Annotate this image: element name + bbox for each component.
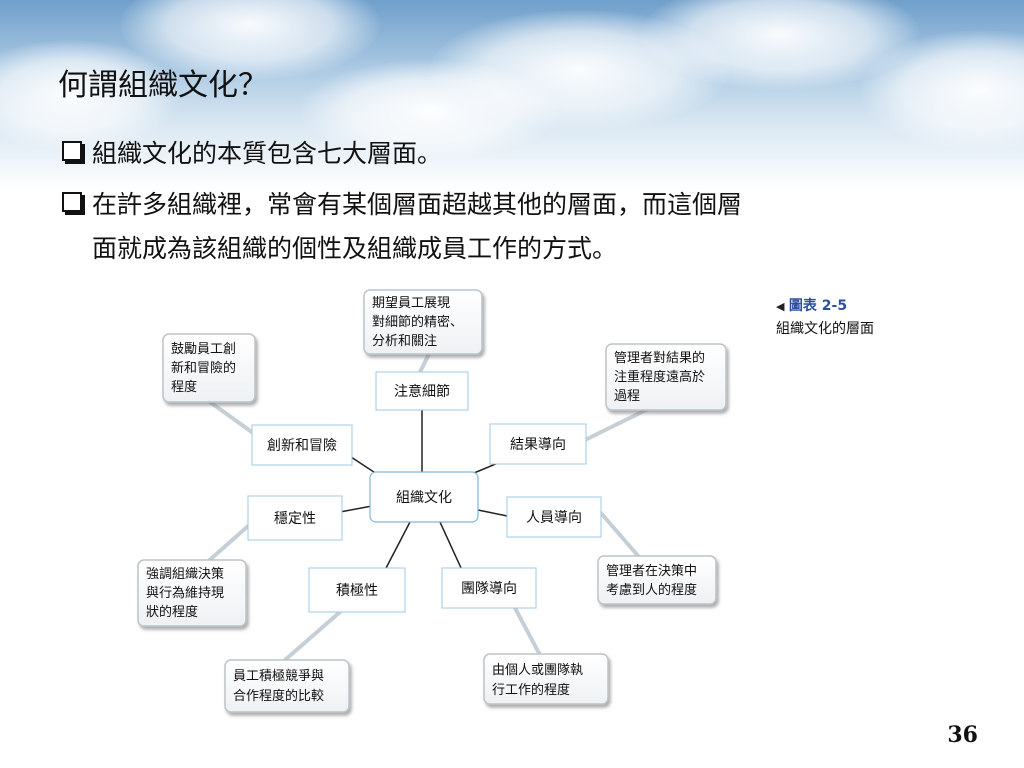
note-aggressiveness: 員工積極競爭與 合作程度的比較 xyxy=(224,659,350,713)
node-team-oriented: 團隊導向 xyxy=(441,567,537,609)
svg-text:人員導向: 人員導向 xyxy=(526,510,582,526)
svg-text:團隊導向: 團隊導向 xyxy=(461,581,517,597)
figure-number: 圖表 2-5 xyxy=(788,298,848,314)
svg-text:對細節的精密、: 對細節的精密、 xyxy=(372,314,463,330)
svg-text:注重程度遠高於: 注重程度遠高於 xyxy=(614,369,705,385)
note-people-oriented: 管理者在決策中 考慮到人的程度 xyxy=(597,555,717,605)
node-aggressiveness: 積極性 xyxy=(308,567,406,613)
svg-text:分析和關注: 分析和關注 xyxy=(372,334,437,349)
bullet-1-text: 組織文化的本質包含七大層面。 xyxy=(92,139,443,168)
svg-text:合作程度的比較: 合作程度的比較 xyxy=(233,688,324,704)
svg-text:員工積極競爭與: 員工積極競爭與 xyxy=(233,668,324,684)
svg-text:過程: 過程 xyxy=(614,389,640,404)
bullet-2-text-line1: 在許多組織裡，常會有某個層面超越其他的層面，而這個層 xyxy=(92,190,743,219)
figure-title: 組織文化的層面 xyxy=(776,321,874,337)
page-number: 36 xyxy=(947,722,978,748)
svg-text:組織文化: 組織文化 xyxy=(396,490,452,506)
svg-text:程度: 程度 xyxy=(171,379,197,395)
node-people-oriented: 人員導向 xyxy=(506,496,602,538)
svg-text:狀的程度: 狀的程度 xyxy=(146,604,198,620)
node-results-oriented: 結果導向 xyxy=(489,423,587,465)
sky-background xyxy=(0,0,1024,190)
svg-text:創新和冒險: 創新和冒險 xyxy=(267,438,337,454)
svg-text:結果導向: 結果導向 xyxy=(510,437,566,453)
svg-text:穩定性: 穩定性 xyxy=(274,511,316,527)
svg-text:管理者對結果的: 管理者對結果的 xyxy=(614,350,705,366)
svg-text:行工作的程度: 行工作的程度 xyxy=(492,682,570,698)
bullet-2-continuation: 面就成為該組織的個性及組織成員工作的方式。 xyxy=(92,234,618,263)
bullet-2: 在許多組織裡，常會有某個層面超越其他的層面，而這個層 xyxy=(62,183,742,227)
svg-text:考慮到人的程度: 考慮到人的程度 xyxy=(606,582,697,598)
svg-text:注意細節: 注意細節 xyxy=(394,383,450,400)
node-attention-detail: 注意細節 xyxy=(375,371,469,411)
svg-text:管理者在決策中: 管理者在決策中 xyxy=(606,563,697,579)
node-organizational-culture: 組織文化 xyxy=(369,471,479,523)
note-stability: 強調組織決策 與行為維持現 狀的程度 xyxy=(137,559,247,627)
note-attention-detail: 期望員工展現 對細節的精密、 分析和關注 xyxy=(363,289,483,355)
triangle-left-icon: ◀ xyxy=(776,300,785,313)
checkbox-bullet-icon xyxy=(62,141,82,161)
note-innovation-risk: 鼓勵員工創 新和冒險的 程度 xyxy=(162,333,256,403)
node-stability: 穩定性 xyxy=(247,495,343,541)
figure-caption: ◀ 圖表 2-5 組織文化的層面 xyxy=(776,295,874,340)
svg-text:積極性: 積極性 xyxy=(336,583,378,599)
svg-text:期望員工展現: 期望員工展現 xyxy=(372,295,450,311)
svg-text:由個人或團隊執: 由個人或團隊執 xyxy=(492,662,583,678)
checkbox-bullet-icon xyxy=(62,192,82,212)
svg-text:新和冒險的: 新和冒險的 xyxy=(171,360,236,376)
svg-text:強調組織決策: 強調組織決策 xyxy=(146,566,224,582)
node-innovation-risk: 創新和冒險 xyxy=(251,424,353,466)
note-results-oriented: 管理者對結果的 注重程度遠高於 過程 xyxy=(605,343,727,411)
svg-text:鼓勵員工創: 鼓勵員工創 xyxy=(171,341,236,357)
svg-text:與行為維持現: 與行為維持現 xyxy=(146,585,224,601)
bullet-1: 組織文化的本質包含七大層面。 xyxy=(62,132,442,176)
note-team-oriented: 由個人或團隊執 行工作的程度 xyxy=(483,653,609,705)
slide-title: 何謂組織文化？ xyxy=(58,68,268,103)
